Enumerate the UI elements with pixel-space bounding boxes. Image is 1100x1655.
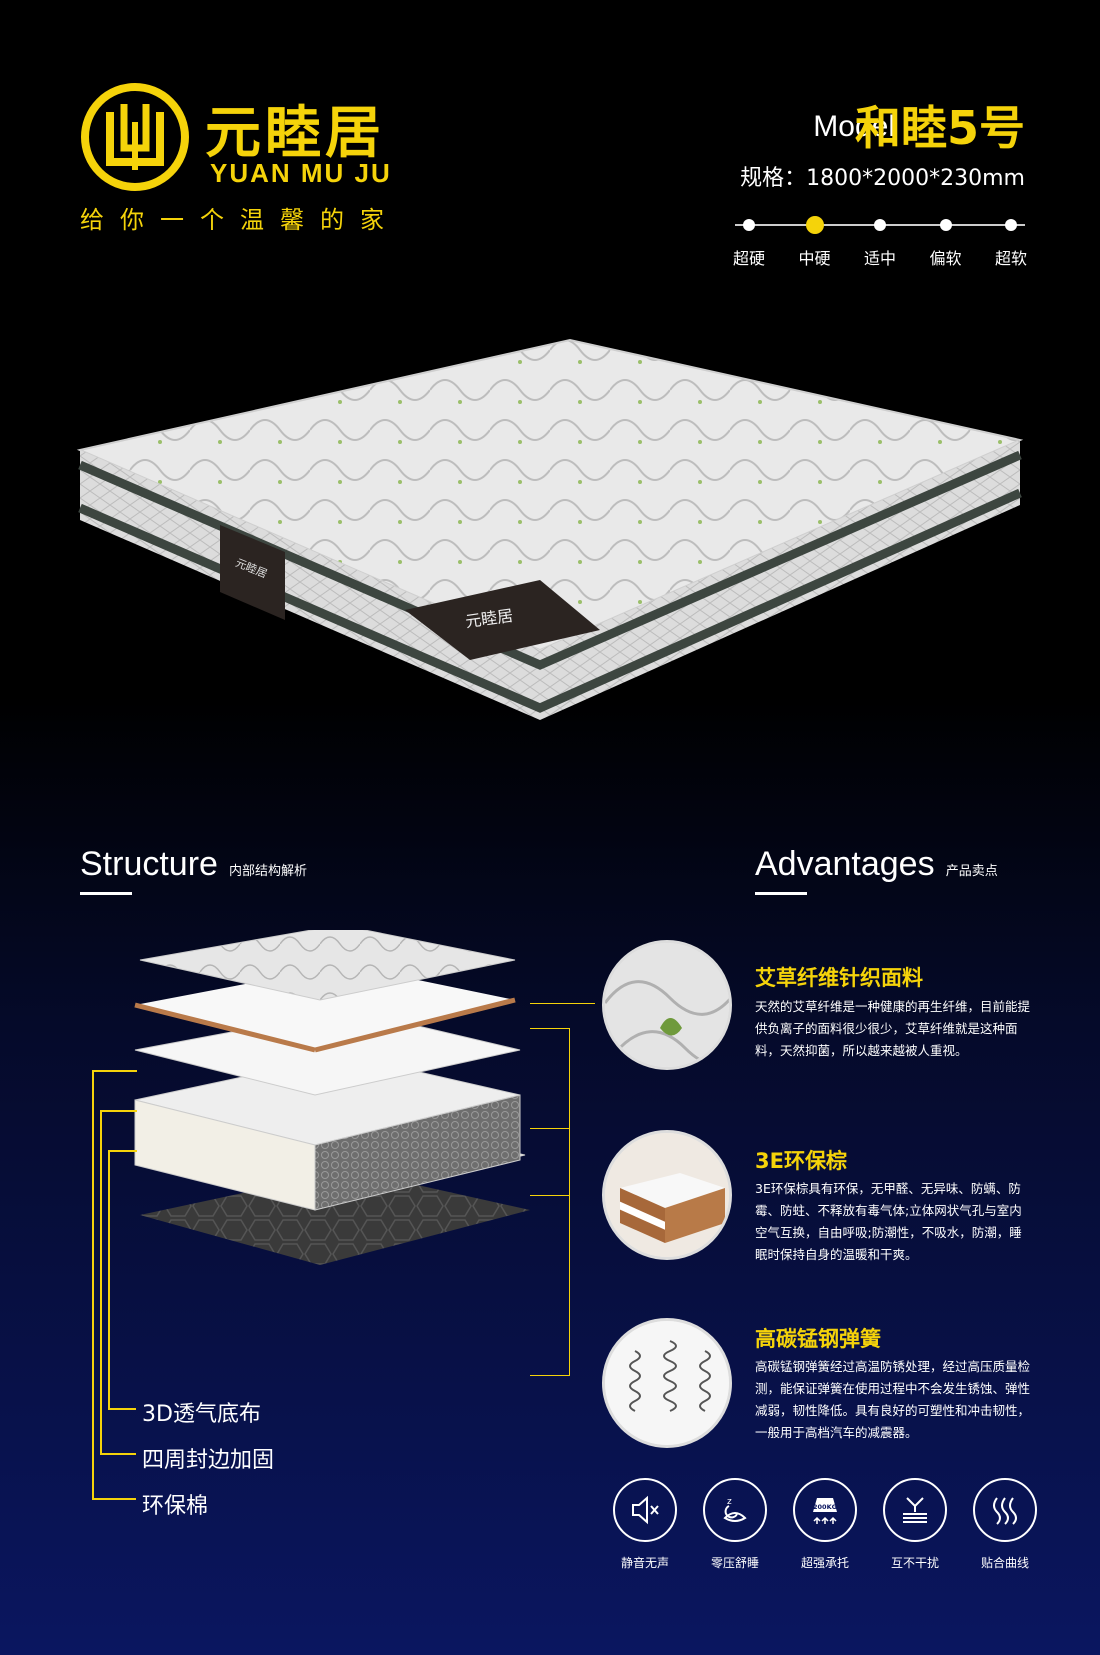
layer-line-bottom bbox=[108, 1150, 137, 1152]
model-label: Model bbox=[813, 110, 895, 143]
layer-label-3d-fabric: 3D透气底布 bbox=[142, 1402, 261, 1427]
layer-label-eco-cotton: 环保棉 bbox=[142, 1494, 209, 1519]
layer-line-cotton bbox=[92, 1070, 137, 1072]
feature-label-mute: 静音无声 bbox=[620, 1556, 669, 1570]
brand-name-cn: 元睦居 bbox=[205, 101, 385, 166]
layer-bracket-edge bbox=[100, 1110, 136, 1455]
weight-icon: 200KG bbox=[793, 1478, 857, 1542]
feature-support: 200KG 超强承托 bbox=[785, 1478, 865, 1571]
feature-isolation: 互不干扰 bbox=[875, 1478, 955, 1571]
firmness-dot-1 bbox=[805, 216, 824, 234]
sleep-icon: z bbox=[703, 1478, 767, 1542]
svg-text:z: z bbox=[727, 1497, 732, 1507]
advantages-heading: Advantages 产品卖点 bbox=[755, 845, 998, 884]
model-spec: 规格：1800*2000*230mm bbox=[740, 166, 1025, 191]
advantage-text-spring: 高碳锰钢弹簧经过高温防锈处理，经过高压质量检测，能保证弹簧在使用过程中不会发生锈… bbox=[755, 1359, 1031, 1440]
palm-sample-image bbox=[602, 1130, 732, 1260]
feature-label-curve: 贴合曲线 bbox=[980, 1556, 1029, 1570]
curve-icon bbox=[973, 1478, 1037, 1542]
firmness-label-3: 偏软 bbox=[929, 249, 962, 268]
feature-icons-row: 静音无声 z 零压舒睡 200KG 超强承托 互不干扰 贴合曲线 bbox=[605, 1478, 1045, 1571]
structure-underline bbox=[80, 892, 132, 895]
mute-icon bbox=[613, 1478, 677, 1542]
structure-title: Structure bbox=[80, 845, 218, 883]
firmness-label-4: 超软 bbox=[994, 249, 1028, 268]
advantage-text-palm: 3E环保棕具有环保，无甲醛、无异味、防螨、防霉、防蛀、不释放有毒气体;立体网状气… bbox=[755, 1181, 1022, 1262]
layer-bracket-cotton bbox=[92, 1070, 136, 1500]
isolation-icon bbox=[883, 1478, 947, 1542]
advantage-title-spring: 高碳锰钢弹簧 bbox=[755, 1327, 881, 1351]
layer-bracket-bottom bbox=[108, 1150, 136, 1410]
advantage-text-fabric: 天然的艾草纤维是一种健康的再生纤维，目前能提供负离子的面料很少很少，艾草纤维就是… bbox=[755, 999, 1031, 1058]
model-name: 和睦5号 bbox=[854, 101, 1025, 155]
firmness-dot-0 bbox=[743, 219, 755, 231]
structure-heading: Structure 内部结构解析 bbox=[80, 845, 307, 884]
firmness-label-1: 中硬 bbox=[798, 249, 831, 268]
advantages-underline bbox=[755, 892, 807, 895]
firmness-dot-4 bbox=[1005, 219, 1017, 231]
layer-label-edge-reinforce: 四周封边加固 bbox=[142, 1448, 275, 1473]
fabric-sample-image bbox=[602, 940, 732, 1070]
advantage-title-fabric: 艾草纤维针织面料 bbox=[755, 966, 923, 990]
firmness-dot-2 bbox=[874, 219, 886, 231]
brand-name-en: YUAN MU JU bbox=[210, 158, 392, 188]
feature-curve: 贴合曲线 bbox=[965, 1478, 1045, 1571]
feature-mute: 静音无声 bbox=[605, 1478, 685, 1571]
structure-layers-diagram bbox=[80, 924, 560, 1400]
mattress-hero-image: 元睦居 元睦居 bbox=[70, 330, 1030, 770]
advantages-title: Advantages bbox=[755, 845, 935, 883]
layer-line-edge bbox=[100, 1110, 137, 1112]
spring-sample-image bbox=[602, 1318, 732, 1448]
weight-badge: 200KG bbox=[813, 1503, 837, 1511]
feature-sleep: z 零压舒睡 bbox=[695, 1478, 775, 1571]
connector-fabric bbox=[530, 1003, 595, 1004]
structure-subtitle: 内部结构解析 bbox=[229, 864, 308, 879]
firmness-dot-3 bbox=[939, 219, 952, 231]
advantages-subtitle: 产品卖点 bbox=[945, 864, 998, 879]
firmness-scale: 超硬 中硬 适中 偏软 超软 bbox=[732, 215, 1028, 295]
feature-label-support: 超强承托 bbox=[800, 1556, 849, 1570]
connector-spring bbox=[530, 1128, 570, 1376]
feature-label-sleep: 零压舒睡 bbox=[710, 1556, 759, 1570]
brand-slogan: 给你一个温馨的家 bbox=[80, 206, 400, 234]
brand-logo-icon bbox=[80, 82, 190, 192]
connector-palm bbox=[530, 1028, 570, 1196]
firmness-label-2: 适中 bbox=[863, 249, 897, 268]
firmness-label-0: 超硬 bbox=[732, 249, 766, 268]
advantage-title-palm: 3E环保棕 bbox=[755, 1149, 847, 1173]
feature-label-isolation: 互不干扰 bbox=[890, 1556, 939, 1570]
